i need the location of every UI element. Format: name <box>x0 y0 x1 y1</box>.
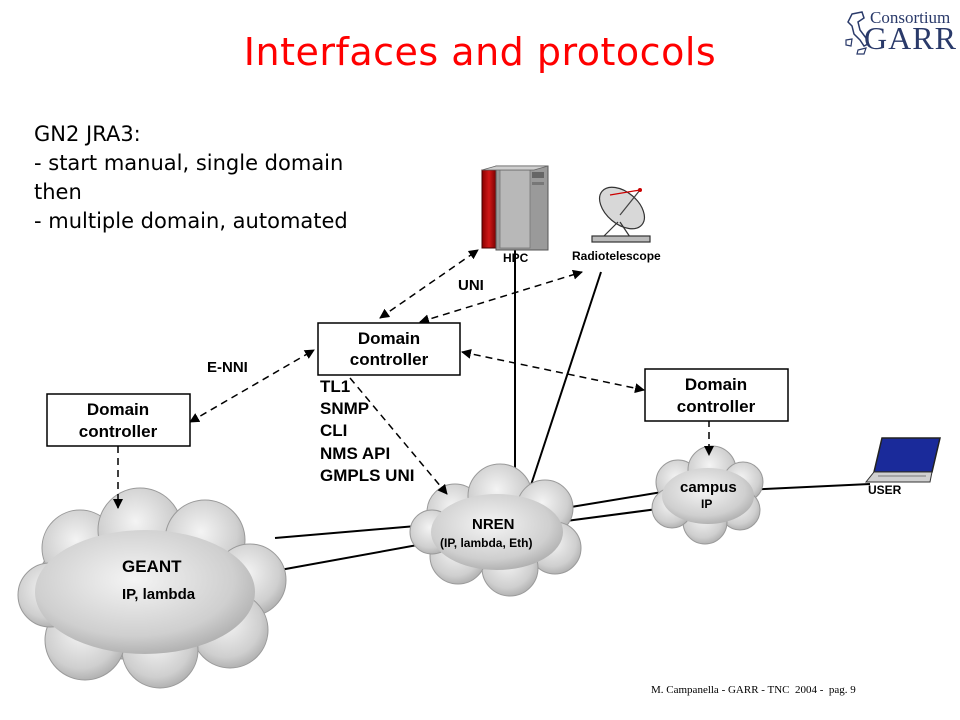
domain-controller-right: Domain controller <box>644 368 789 422</box>
campus-detail: IP <box>701 497 712 511</box>
nren-label: NREN <box>472 516 515 533</box>
slide-title: Interfaces and protocols <box>243 30 717 74</box>
notes-block: GN2 JRA3: - start manual, single domain … <box>34 120 348 236</box>
dc-center-line1: Domain <box>358 329 420 348</box>
enni-label: E-NNI <box>207 359 248 376</box>
footer-text: M. Campanella - GARR - TNC 2004 - pag. 9 <box>651 684 856 696</box>
campus-cloud <box>651 445 764 545</box>
domain-controller-left: Domain controller <box>46 393 191 447</box>
domain-controller-center: Domain controller <box>317 322 461 376</box>
note-line: - multiple domain, automated <box>34 209 348 233</box>
radiotelescope-icon <box>591 186 651 243</box>
campus-label: campus <box>680 479 737 496</box>
nren-detail: (IP, lambda, Eth) <box>440 536 532 550</box>
geant-detail: IP, lambda <box>122 586 196 603</box>
protocol-item: CLI <box>320 421 347 440</box>
protocol-item: NMS API <box>320 444 390 463</box>
user-label: USER <box>868 483 902 497</box>
dc-left-line2: controller <box>79 422 158 441</box>
logo-garr-text: GARR <box>864 20 957 56</box>
geant-cloud <box>17 487 287 689</box>
note-line: then <box>34 180 82 204</box>
laptop-icon <box>864 437 941 483</box>
garr-logo: Consortium GARR <box>842 6 956 56</box>
dc-left-line1: Domain <box>87 400 149 419</box>
note-line: GN2 JRA3: <box>34 122 141 146</box>
geant-label: GEANT <box>122 557 182 576</box>
note-line: - start manual, single domain <box>34 151 344 175</box>
italy-map-icon <box>845 11 869 55</box>
logo-consortium-text: Consortium <box>870 8 951 27</box>
hpc-label: HPC <box>503 251 529 265</box>
nren-cloud <box>409 463 582 597</box>
protocol-list: TL1 SNMP CLI NMS API GMPLS UNI <box>320 377 414 485</box>
dc-right-line2: controller <box>677 397 756 416</box>
protocol-item: SNMP <box>320 399 369 418</box>
dc-center-line2: controller <box>350 350 429 369</box>
uni-label: UNI <box>458 277 484 294</box>
hpc-server-icon <box>481 165 549 251</box>
radiotelescope-label: Radiotelescope <box>572 249 661 263</box>
dashed-arrows <box>113 249 714 509</box>
dc-right-line1: Domain <box>685 375 747 394</box>
protocol-item: GMPLS UNI <box>320 466 414 485</box>
protocol-item: TL1 <box>320 377 350 396</box>
